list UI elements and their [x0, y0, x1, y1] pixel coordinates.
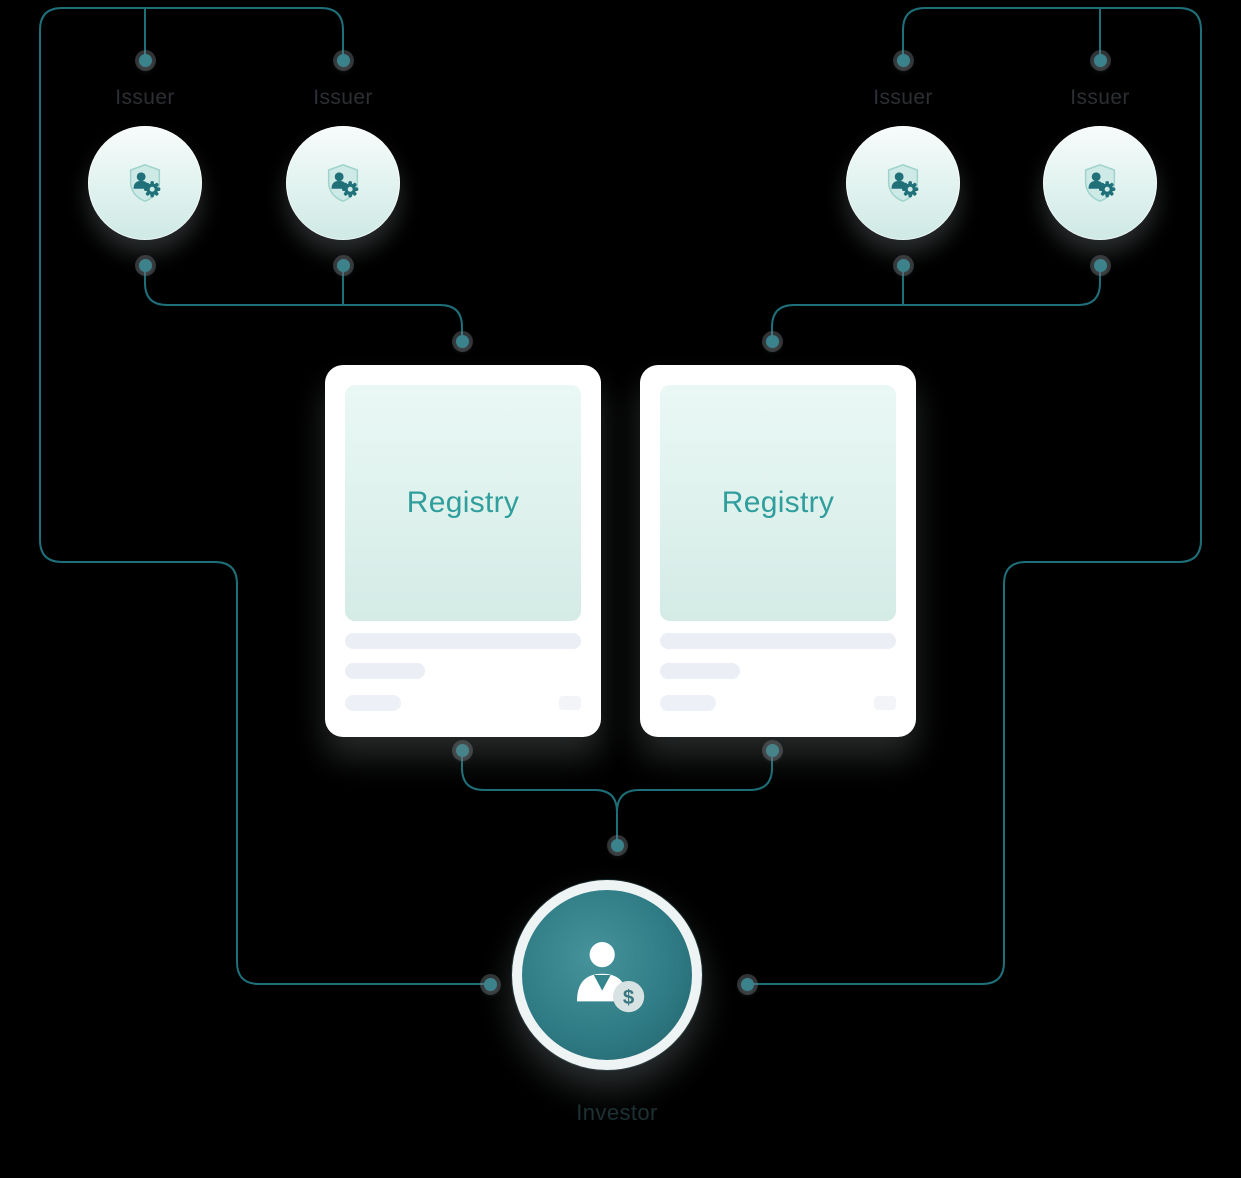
registry-card: Registry	[325, 365, 601, 737]
connector-dot	[896, 53, 910, 67]
skeleton-bar	[345, 695, 401, 711]
issuer-node	[286, 126, 400, 240]
registry-panel: Registry	[660, 385, 896, 621]
connector-dot	[765, 743, 779, 757]
connector-dot	[740, 977, 754, 991]
issuer-label: Issuer	[873, 86, 933, 109]
connector-dot	[1093, 53, 1107, 67]
connector-dot	[455, 743, 469, 757]
dollar-coin-icon	[613, 981, 645, 1013]
connector-dot	[1093, 258, 1107, 272]
shield-user-gear-icon	[129, 164, 161, 202]
connector-dot	[896, 258, 910, 272]
issuer-label: Issuer	[1070, 86, 1130, 109]
skeleton-bar	[345, 633, 581, 649]
connector-dot	[483, 977, 497, 991]
issuer-node	[88, 126, 202, 240]
registry-card: Registry	[640, 365, 916, 737]
investor-node: $	[512, 880, 702, 1070]
issuer-node	[846, 126, 960, 240]
businessman-dollar-icon: $	[577, 942, 645, 1013]
connector-dot	[765, 334, 779, 348]
skeleton-chip	[874, 696, 896, 710]
skeleton-bar	[660, 695, 716, 711]
connector-dot	[138, 53, 152, 67]
shield-user-gear-icon	[327, 164, 359, 202]
skeleton-bar	[660, 663, 740, 679]
shield-user-gear-icon	[1084, 164, 1116, 202]
issuer-label: Issuer	[313, 86, 373, 109]
skeleton-chip	[559, 696, 581, 710]
registry-panel: Registry	[345, 385, 581, 621]
shield-user-gear-icon	[887, 164, 919, 202]
connector-dot	[138, 258, 152, 272]
connector-dot	[336, 53, 350, 67]
registry-title: Registry	[721, 486, 835, 519]
connector-dot	[336, 258, 350, 272]
connector-dot	[455, 334, 469, 348]
skeleton-bar	[345, 663, 425, 679]
skeleton-bar	[660, 633, 896, 649]
registry-title: Registry	[406, 486, 520, 519]
issuer-node	[1043, 126, 1157, 240]
svg-text:$: $	[623, 987, 635, 1009]
connector-dot	[610, 838, 624, 852]
issuer-label: Issuer	[115, 86, 175, 109]
investor-label: Investor	[576, 1100, 658, 1125]
